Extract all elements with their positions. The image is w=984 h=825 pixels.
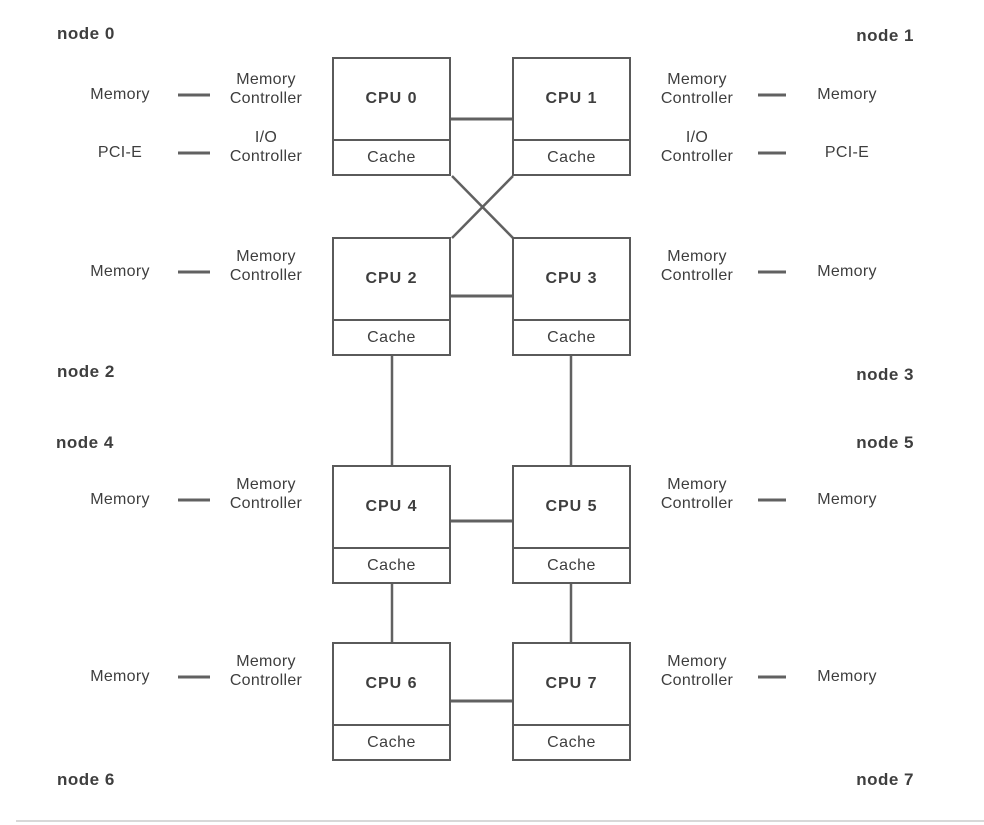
cpu-0-label: CPU 0: [365, 90, 418, 107]
memory-controller-line2: Controller: [229, 672, 303, 689]
connector-dash: [758, 93, 786, 97]
memory-controller-line2: Controller: [660, 267, 734, 284]
io-controller-line2: Controller: [660, 148, 734, 165]
connector-dash: [758, 270, 786, 274]
io-controller-line2: Controller: [229, 148, 303, 165]
cpu-4-cache: Cache: [334, 547, 449, 582]
cpu-5-cache: Cache: [514, 547, 629, 582]
node-1-label: node 1: [856, 26, 914, 45]
link-cpu1-cpu2-diagonal: [451, 175, 514, 239]
memory-controller-label: Memory Controller: [631, 247, 763, 285]
node-2-memory-row: Memory Memory Controller: [0, 247, 984, 294]
cpu-5-label: CPU 5: [545, 498, 598, 515]
memory-label: Memory: [817, 86, 877, 103]
cpu-1-cache: Cache: [514, 139, 629, 174]
memory-controller-label: Memory Controller: [631, 70, 763, 108]
memory-controller-line1: Memory: [236, 653, 296, 670]
cpu-3-box: CPU 3 Cache: [512, 237, 631, 356]
memory-label: Memory: [90, 263, 150, 280]
io-controller-line1: I/O: [254, 129, 278, 146]
node-0-memory-row: Memory Memory Controller: [0, 70, 984, 117]
node-3-label: node 3: [856, 365, 914, 384]
page-edge-line: [16, 820, 984, 822]
memory-controller-line1: Memory: [236, 248, 296, 265]
cpu-4-box: CPU 4 Cache: [332, 465, 451, 584]
node-1-io-row: I/O Controller PCI-E: [0, 128, 984, 175]
node-7-memory-row: Memory Controller Memory: [0, 652, 984, 699]
memory-controller-line1: Memory: [667, 653, 727, 670]
node-6-memory-row: Memory Memory Controller: [0, 652, 984, 699]
node-4-memory-row: Memory Memory Controller: [0, 475, 984, 522]
node-2-label: node 2: [57, 362, 115, 381]
memory-controller-label: Memory Controller: [200, 247, 332, 285]
node-5-label: node 5: [856, 433, 914, 452]
memory-controller-line1: Memory: [667, 71, 727, 88]
cpu-0-box: CPU 0 Cache: [332, 57, 451, 176]
node-5-memory-row: Memory Controller Memory: [0, 475, 984, 522]
memory-label: Memory: [90, 668, 150, 685]
memory-label: Memory: [817, 668, 877, 685]
memory-controller-line1: Memory: [236, 476, 296, 493]
pcie-label: PCI-E: [97, 144, 143, 161]
memory-controller-label: Memory Controller: [631, 652, 763, 690]
memory-controller-label: Memory Controller: [200, 475, 332, 513]
cpu-2-cache: Cache: [334, 319, 449, 354]
memory-controller-line1: Memory: [667, 476, 727, 493]
cpu-7-label: CPU 7: [545, 675, 598, 692]
cpu-6-box: CPU 6 Cache: [332, 642, 451, 761]
cpu-3-label: CPU 3: [545, 270, 598, 287]
node-1-memory-row: Memory Controller Memory: [0, 70, 984, 117]
io-controller-line1: I/O: [685, 129, 709, 146]
cpu-3-cache: Cache: [514, 319, 629, 354]
node-0-io-row: PCI-E I/O Controller: [0, 128, 984, 175]
node-6-label: node 6: [57, 770, 115, 789]
connector-dash: [178, 675, 210, 679]
io-controller-label: I/O Controller: [200, 128, 332, 166]
memory-controller-line2: Controller: [660, 672, 734, 689]
cpu-6-cache: Cache: [334, 724, 449, 759]
memory-controller-line1: Memory: [236, 71, 296, 88]
node-3-memory-row: Memory Controller Memory: [0, 247, 984, 294]
connector-dash: [758, 675, 786, 679]
cpu-4-label: CPU 4: [365, 498, 418, 515]
memory-controller-label: Memory Controller: [200, 652, 332, 690]
node-0-label: node 0: [57, 24, 115, 43]
cpu-2-label: CPU 2: [365, 270, 418, 287]
cpu-7-cache: Cache: [514, 724, 629, 759]
memory-controller-label: Memory Controller: [200, 70, 332, 108]
connector-dash: [178, 151, 210, 155]
connector-dash: [758, 151, 786, 155]
node-4-label: node 4: [56, 433, 114, 452]
connector-dash: [178, 93, 210, 97]
memory-label: Memory: [90, 491, 150, 508]
connector-dash: [178, 270, 210, 274]
memory-label: Memory: [817, 263, 877, 280]
cpu-6-label: CPU 6: [365, 675, 418, 692]
cpu-0-cache: Cache: [334, 139, 449, 174]
node-7-label: node 7: [856, 770, 914, 789]
memory-controller-line2: Controller: [660, 90, 734, 107]
memory-controller-line2: Controller: [660, 495, 734, 512]
connector-dash: [758, 498, 786, 502]
memory-controller-line2: Controller: [229, 90, 303, 107]
memory-label: Memory: [817, 491, 877, 508]
cpu-1-box: CPU 1 Cache: [512, 57, 631, 176]
cpu-5-box: CPU 5 Cache: [512, 465, 631, 584]
connector-dash: [178, 498, 210, 502]
memory-controller-line2: Controller: [229, 267, 303, 284]
memory-controller-line1: Memory: [667, 248, 727, 265]
io-controller-label: I/O Controller: [631, 128, 763, 166]
cpu-2-box: CPU 2 Cache: [332, 237, 451, 356]
memory-label: Memory: [90, 86, 150, 103]
pcie-label: PCI-E: [824, 144, 870, 161]
cpu-7-box: CPU 7 Cache: [512, 642, 631, 761]
cpu-1-label: CPU 1: [545, 90, 598, 107]
memory-controller-line2: Controller: [229, 495, 303, 512]
memory-controller-label: Memory Controller: [631, 475, 763, 513]
